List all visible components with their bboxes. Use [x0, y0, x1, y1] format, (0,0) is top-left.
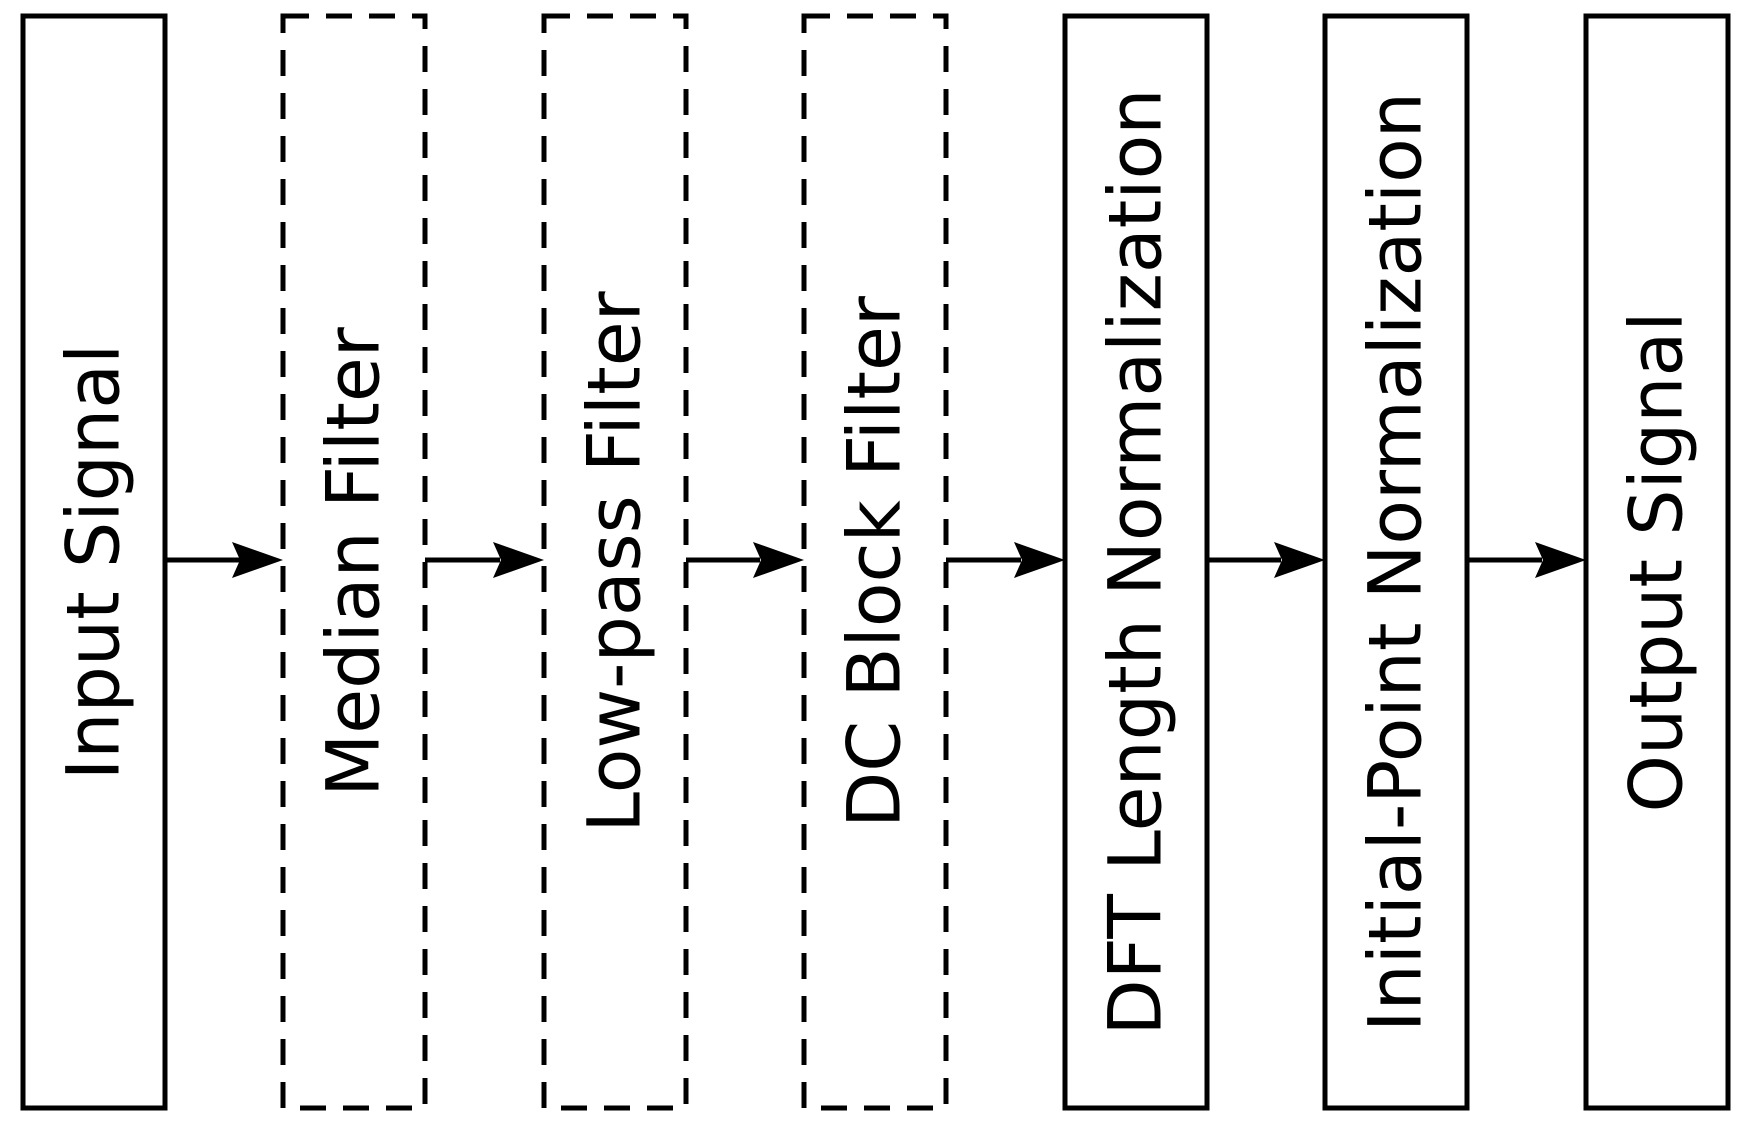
- block-input-signal-label: Input Signal: [52, 344, 137, 780]
- block-input-signal: Input Signal: [20, 13, 168, 1111]
- block-dc-block-filter-box: [801, 13, 949, 1111]
- block-output-signal-label: Output Signal: [1615, 311, 1700, 812]
- block-dft-length-normalization: DFT Length Normalization: [1062, 13, 1210, 1111]
- block-dc-block-filter-label: DC Block Filter: [833, 295, 918, 828]
- arrowhead: [753, 542, 804, 578]
- block-dft-length-normalization-label: DFT Length Normalization: [1094, 88, 1179, 1035]
- arrowhead: [493, 542, 544, 578]
- block-input-signal-box: [20, 13, 168, 1111]
- block-low-pass-filter: Low-pass Filter: [541, 13, 689, 1111]
- block-output-signal-box: [1583, 13, 1731, 1111]
- connector-arrow-2: [425, 542, 544, 578]
- arrowhead: [1535, 542, 1586, 578]
- arrowhead: [232, 542, 283, 578]
- block-median-filter-box: [280, 13, 428, 1111]
- connector-arrow-4: [946, 542, 1065, 578]
- block-low-pass-filter-label: Low-pass Filter: [573, 290, 658, 832]
- arrowhead: [1274, 542, 1325, 578]
- block-initial-point-normalization-label: Initial-Point Normalization: [1354, 92, 1439, 1032]
- connector-arrow-5: [1207, 542, 1325, 578]
- block-dft-length-normalization-box: [1062, 13, 1210, 1111]
- connector-arrow-1: [165, 542, 283, 578]
- connector-arrow-6: [1467, 542, 1586, 578]
- block-initial-point-normalization: Initial-Point Normalization: [1322, 13, 1470, 1111]
- block-output-signal: Output Signal: [1583, 13, 1731, 1111]
- block-median-filter: Median Filter: [280, 13, 428, 1111]
- block-dc-block-filter: DC Block Filter: [801, 13, 949, 1111]
- block-median-filter-label: Median Filter: [312, 326, 397, 796]
- arrowhead: [1014, 542, 1065, 578]
- connector-arrow-3: [686, 542, 804, 578]
